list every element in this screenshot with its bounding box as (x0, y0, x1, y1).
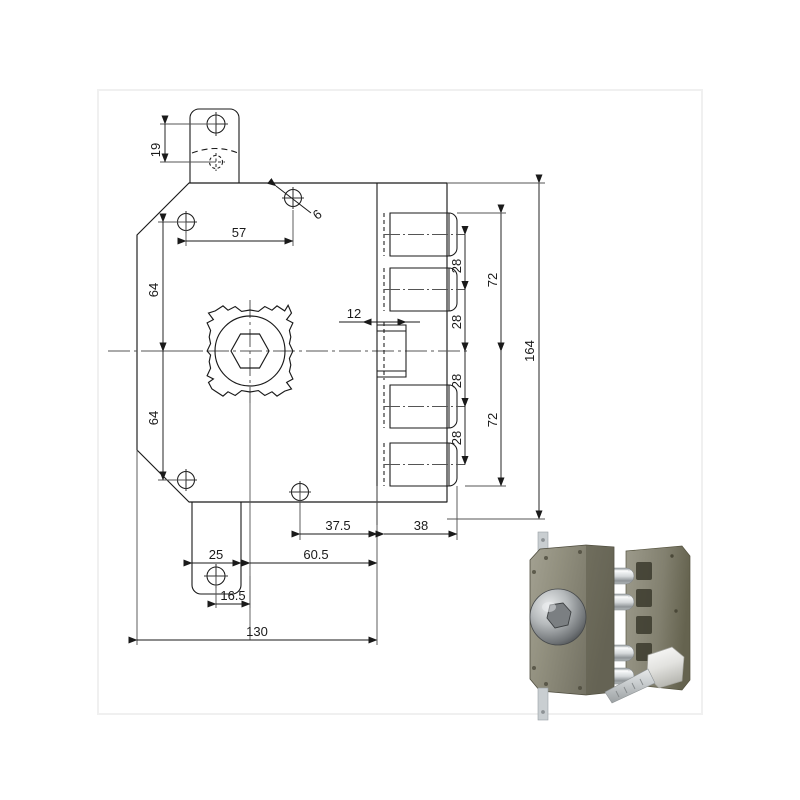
lock-product-photo (529, 531, 691, 721)
dimension-28-4-label: 28 (449, 431, 464, 445)
dimension-38-label: 38 (414, 518, 428, 533)
photo-thumbturn-knob (529, 588, 587, 646)
photo-tang-bottom (537, 687, 549, 721)
dimension-25-label: 25 (209, 547, 223, 562)
dimension-28-3-label: 28 (449, 374, 464, 388)
dimension-37-5-label: 37.5 (325, 518, 350, 533)
dimension-130 (128, 450, 378, 645)
dimension-28-2-label: 28 (449, 315, 464, 329)
dimension-72-upper-label: 72 (485, 273, 500, 287)
deadbolt-1 (383, 212, 465, 257)
photo-tang-bottom-hole (541, 710, 545, 714)
dimension-130-label: 130 (246, 624, 268, 639)
dimension-60-5-label: 60.5 (303, 547, 328, 562)
dimension-164-label: 164 (522, 340, 537, 362)
center-latch (377, 322, 407, 380)
dimension-60-5 (241, 540, 378, 569)
top-mounting-tab (189, 108, 240, 183)
deadbolt-4 (383, 442, 465, 487)
dimension-64-lower (158, 342, 186, 481)
deadbolt-2 (383, 267, 465, 312)
dimension-12-label: 12 (347, 306, 361, 321)
dimension-19 (160, 115, 216, 163)
photo-tang-top-hole (541, 538, 545, 542)
photo-lock-body (529, 544, 615, 696)
dimension-57 (177, 210, 294, 246)
hole-upper-right (282, 187, 304, 209)
thumbturn-cylinder (206, 304, 294, 397)
dimension-38 (375, 486, 458, 540)
dimension-72-lower-label: 72 (485, 413, 500, 427)
dimension-16-5 (207, 576, 251, 608)
bottom-mounting-tab (191, 502, 242, 595)
dimension-19-label: 19 (148, 143, 163, 157)
dimension-16-5-label: 16.5 (220, 588, 245, 603)
dimension-64-lower-label: 64 (146, 411, 161, 425)
photo-key (604, 646, 685, 704)
dimension-64-upper-label: 64 (146, 283, 161, 297)
dimension-57-label: 57 (232, 225, 246, 240)
dimension-164 (447, 174, 545, 520)
dimension-28-1-label: 28 (449, 259, 464, 273)
dimension-6-leader (267, 178, 312, 214)
dimension-72-group (457, 204, 506, 487)
deadbolt-3 (383, 384, 465, 429)
